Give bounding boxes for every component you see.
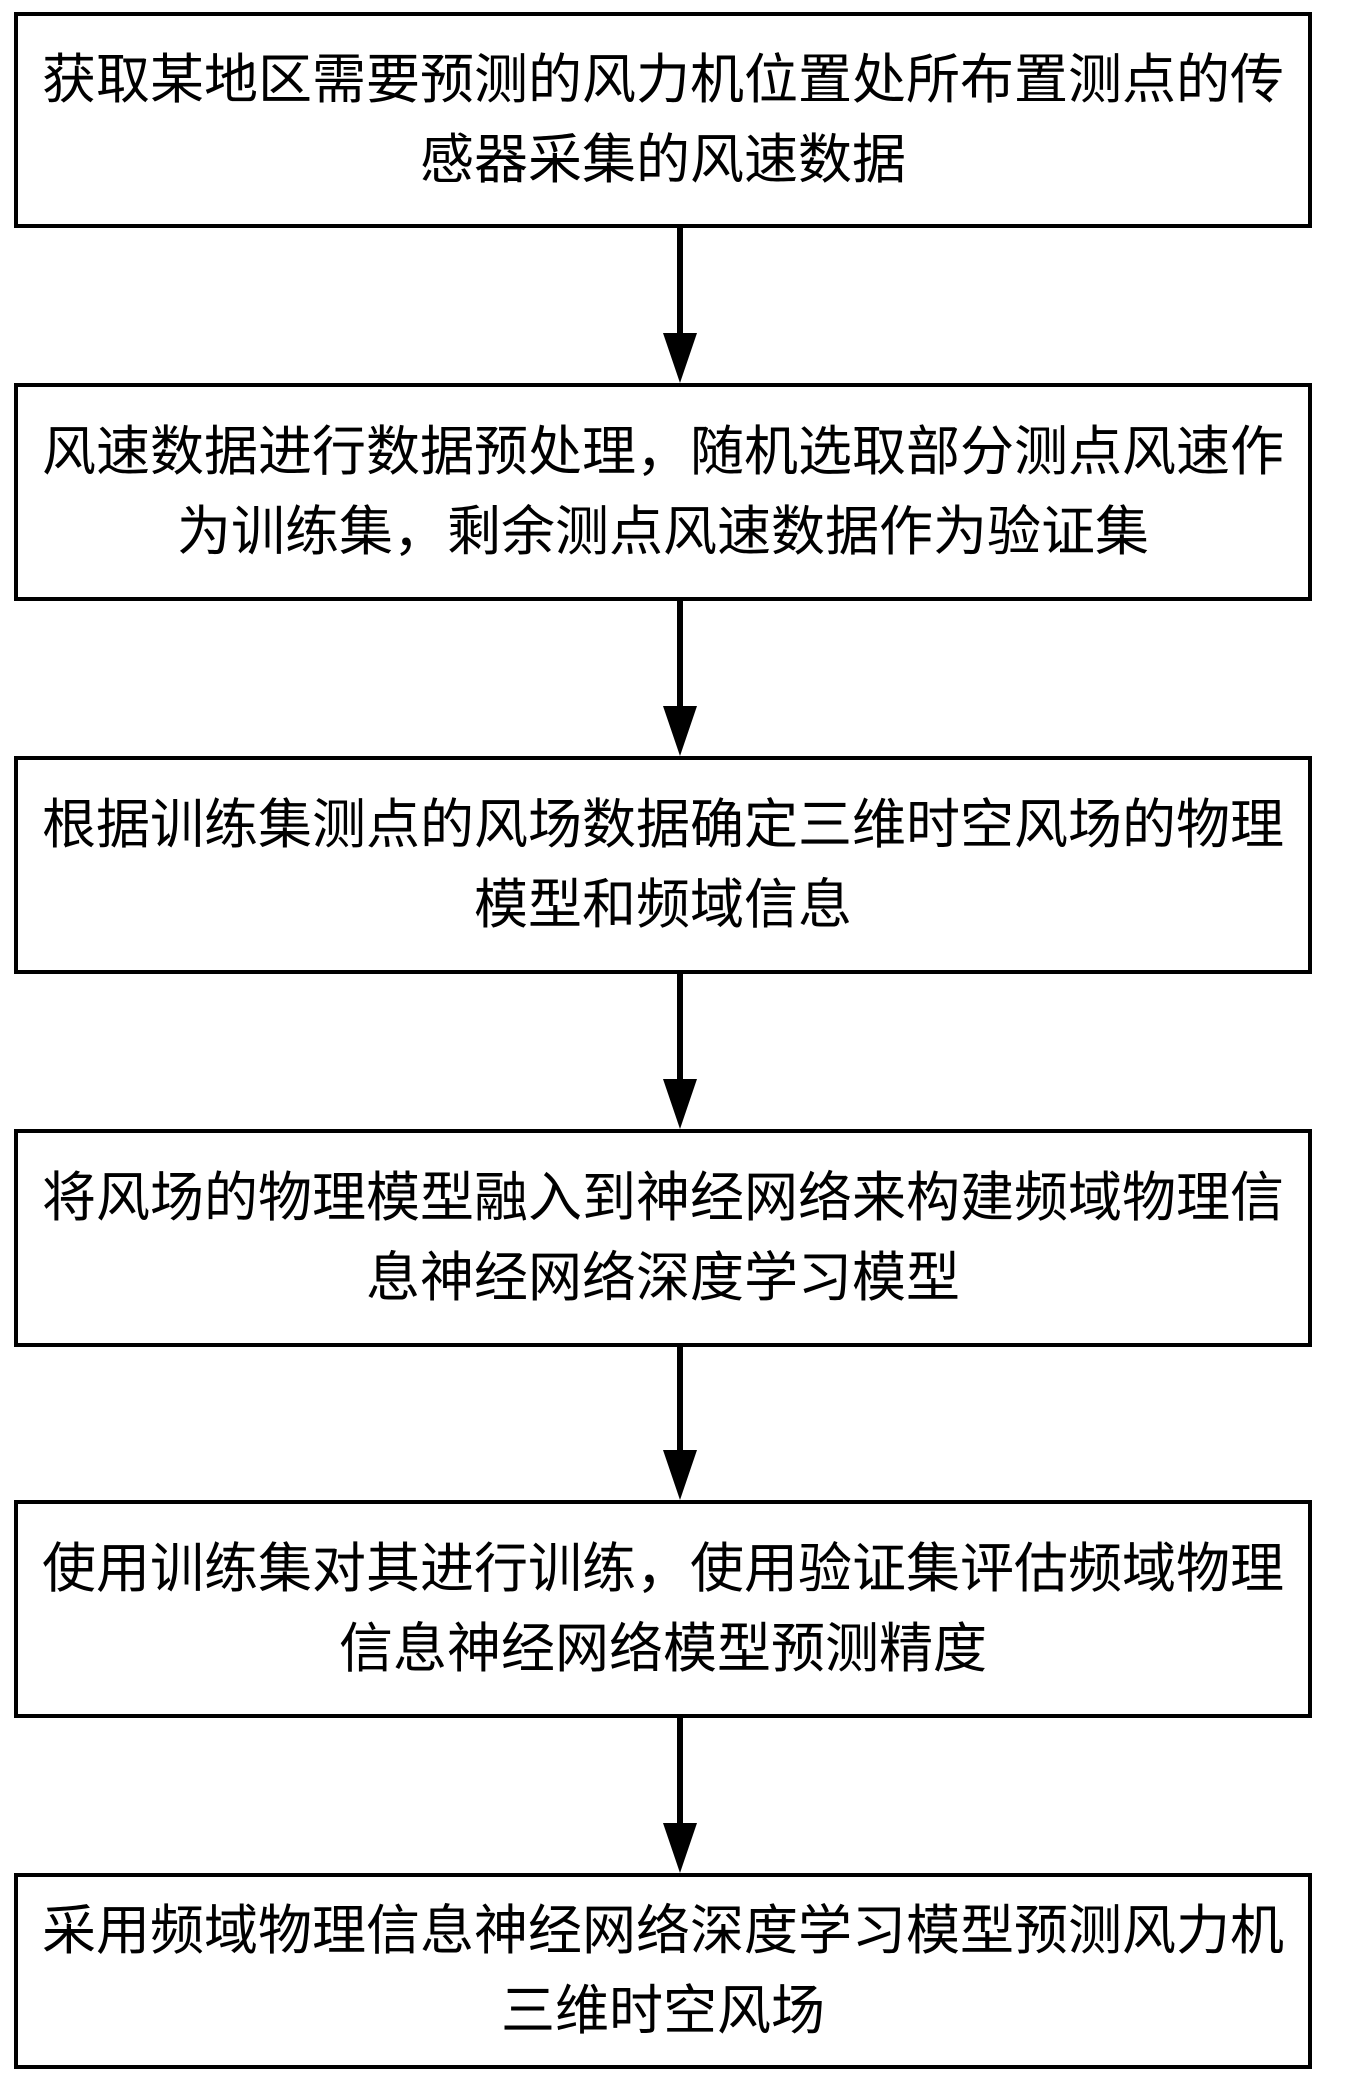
flow-step-6: 采用频域物理信息神经网络深度学习模型预测风力机三维时空风场: [14, 1873, 1312, 2069]
flow-step-3: 根据训练集测点的风场数据确定三维时空风场的物理模型和频域信息: [14, 756, 1312, 974]
flow-step-2-text: 风速数据进行数据预处理，随机选取部分测点风速作为训练集，剩余测点风速数据作为验证…: [42, 420, 1284, 563]
flow-arrow-4-shaft: [677, 1347, 683, 1455]
flow-arrow-1: [663, 228, 697, 383]
flow-step-4: 将风场的物理模型融入到神经网络来构建频域物理信息神经网络深度学习模型: [14, 1129, 1312, 1347]
flow-arrow-4: [663, 1347, 697, 1500]
flow-step-4-text: 将风场的物理模型融入到神经网络来构建频域物理信息神经网络深度学习模型: [42, 1166, 1284, 1309]
flow-arrow-5-shaft: [677, 1718, 683, 1828]
flow-arrow-2-head: [663, 706, 697, 756]
flow-arrow-1-shaft: [677, 228, 683, 338]
flow-step-1: 获取某地区需要预测的风力机位置处所布置测点的传感器采集的风速数据: [14, 12, 1312, 228]
flow-arrow-5-head: [663, 1823, 697, 1873]
flow-arrow-1-head: [663, 333, 697, 383]
flow-arrow-3-head: [663, 1079, 697, 1129]
flow-step-6-text: 采用频域物理信息神经网络深度学习模型预测风力机三维时空风场: [42, 1899, 1284, 2042]
flow-step-1-text: 获取某地区需要预测的风力机位置处所布置测点的传感器采集的风速数据: [42, 48, 1284, 191]
flow-step-5-text: 使用训练集对其进行训练，使用验证集评估频域物理信息神经网络模型预测精度: [42, 1537, 1284, 1680]
flow-arrow-2: [663, 601, 697, 756]
flow-arrow-2-shaft: [677, 601, 683, 711]
flow-arrow-3-shaft: [677, 974, 683, 1084]
flow-arrow-5: [663, 1718, 697, 1873]
flow-arrow-4-head: [663, 1450, 697, 1500]
flow-arrow-3: [663, 974, 697, 1129]
flow-step-5: 使用训练集对其进行训练，使用验证集评估频域物理信息神经网络模型预测精度: [14, 1500, 1312, 1718]
flow-step-2: 风速数据进行数据预处理，随机选取部分测点风速作为训练集，剩余测点风速数据作为验证…: [14, 383, 1312, 601]
flow-step-3-text: 根据训练集测点的风场数据确定三维时空风场的物理模型和频域信息: [42, 793, 1284, 936]
